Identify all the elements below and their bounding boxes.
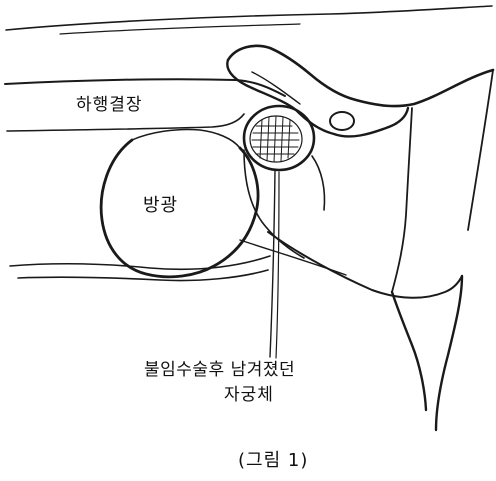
colon-outline <box>7 114 244 131</box>
pointer-line <box>270 170 275 357</box>
bone-foramen <box>330 112 354 130</box>
bone-outline <box>228 46 493 106</box>
colon-outline <box>5 79 285 96</box>
body-outline-top-inner <box>60 24 300 34</box>
bladder-outline <box>101 140 258 277</box>
uterus-side <box>312 156 325 210</box>
pelvic-curve <box>436 276 462 430</box>
floor-line <box>10 256 270 269</box>
uterus-label-line1: 불임수술후 남겨졌던 <box>144 362 295 379</box>
uterus-label-line2: 자궁체 <box>224 387 274 404</box>
pelvic-curve <box>268 232 462 298</box>
bladder-label: 방광 <box>143 197 178 215</box>
floor-line <box>18 270 268 281</box>
figure-caption: (그림 1) <box>238 452 308 470</box>
colon-label: 하행결장 <box>76 97 143 114</box>
pelvic-curve <box>240 240 346 275</box>
body-wall <box>468 70 493 230</box>
pointer-line <box>276 172 279 358</box>
uterus-hatching <box>252 116 299 162</box>
bone-outline <box>227 60 408 136</box>
body-wall <box>392 108 412 292</box>
pelvic-curve <box>392 292 426 410</box>
body-outline-top <box>6 6 492 30</box>
bladder-outline <box>132 129 240 148</box>
